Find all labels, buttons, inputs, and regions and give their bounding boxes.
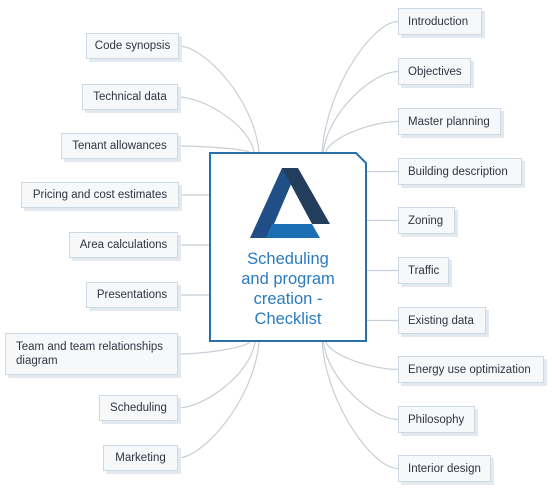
topic-team-and-team-relationships-diagram[interactable]: Team and team relationships diagram xyxy=(5,333,178,375)
topic-existing-data[interactable]: Existing data xyxy=(398,307,486,334)
connector-line xyxy=(177,341,256,409)
topic-label: Marketing xyxy=(115,452,166,464)
topic-label: Scheduling xyxy=(110,402,167,414)
topic-label: Interior design xyxy=(408,462,481,475)
connector-line xyxy=(321,20,399,153)
topic-label: Area calculations xyxy=(79,239,168,251)
topic-code-synopsis[interactable]: Code synopsis xyxy=(86,33,179,59)
topic-presentations[interactable]: Presentations xyxy=(86,282,178,308)
topic-label: Traffic xyxy=(408,264,440,277)
topic-label: Objectives xyxy=(408,65,462,78)
topic-label: Tenant allowances xyxy=(72,140,167,152)
topic-objectives[interactable]: Objectives xyxy=(398,58,471,85)
topic-building-description[interactable]: Building description xyxy=(398,158,522,185)
topic-label: Team and team relationships diagram xyxy=(16,341,164,367)
connector-line xyxy=(325,120,399,153)
triangle-logo-icon xyxy=(250,168,330,238)
topic-label: Existing data xyxy=(408,314,474,327)
topic-energy-use-optimization[interactable]: Energy use optimization xyxy=(398,356,544,383)
topic-technical-data[interactable]: Technical data xyxy=(82,84,178,110)
central-title-line: creation - xyxy=(253,290,323,308)
connector-line xyxy=(322,70,399,153)
connector-line xyxy=(177,341,260,459)
topic-pricing-and-cost-estimates[interactable]: Pricing and cost estimates xyxy=(21,182,179,208)
topic-label: Building description xyxy=(408,165,508,178)
topic-scheduling[interactable]: Scheduling xyxy=(99,395,178,421)
topic-traffic[interactable]: Traffic xyxy=(398,257,449,284)
central-title-line: Scheduling xyxy=(247,250,329,268)
topic-label: Energy use optimization xyxy=(408,363,531,376)
central-title: Scheduling and program creation - Checkl… xyxy=(211,249,365,329)
topic-label: Code synopsis xyxy=(94,40,171,52)
connector-line xyxy=(177,341,251,355)
topic-master-planning[interactable]: Master planning xyxy=(398,108,501,135)
topic-tenant-allowances[interactable]: Tenant allowances xyxy=(61,133,178,159)
topic-marketing[interactable]: Marketing xyxy=(103,445,178,471)
topic-label: Master planning xyxy=(408,115,490,128)
connector-line xyxy=(321,341,399,470)
topic-philosophy[interactable]: Philosophy xyxy=(398,406,475,433)
topic-area-calculations[interactable]: Area calculations xyxy=(69,232,178,258)
central-topic[interactable]: Scheduling and program creation - Checkl… xyxy=(209,152,367,342)
connector-line xyxy=(322,341,399,421)
topic-label: Introduction xyxy=(408,15,469,28)
topic-interior-design[interactable]: Interior design xyxy=(398,455,491,482)
connector-line xyxy=(178,45,260,153)
central-title-line: and program xyxy=(241,270,335,288)
connector-line xyxy=(177,145,250,153)
topic-label: Technical data xyxy=(93,91,167,103)
topic-zoning[interactable]: Zoning xyxy=(398,207,455,234)
topic-label: Philosophy xyxy=(408,413,465,426)
central-title-line: Checklist xyxy=(254,310,322,328)
connector-line xyxy=(325,341,399,371)
topic-label: Presentations xyxy=(96,289,168,301)
topic-label: Pricing and cost estimates xyxy=(32,189,168,201)
topic-label: Zoning xyxy=(408,214,444,227)
topic-introduction[interactable]: Introduction xyxy=(398,8,482,35)
connector-line xyxy=(177,96,255,153)
folded-corner-edge xyxy=(354,152,367,165)
